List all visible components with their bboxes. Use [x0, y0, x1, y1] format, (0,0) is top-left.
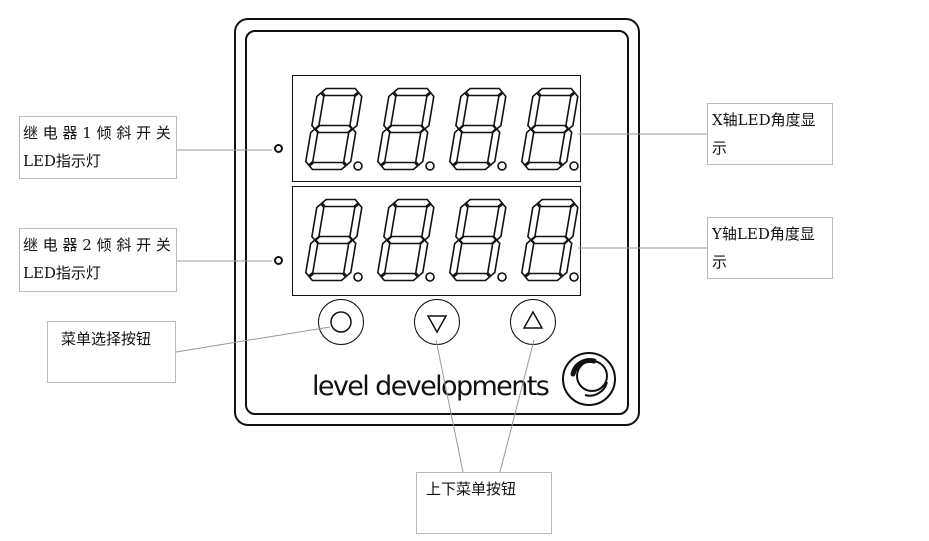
- callout-updown-text: 上下菜单按钮: [426, 480, 517, 498]
- segment: [342, 238, 357, 278]
- segment: [524, 272, 563, 282]
- seven-segment-digit: [448, 198, 507, 282]
- callout-menu-select-text: 菜单选择按钮: [61, 330, 152, 348]
- triangle-up-icon: [522, 310, 544, 329]
- segment: [524, 161, 563, 171]
- relay1-led: [274, 144, 283, 153]
- segment: [376, 238, 391, 278]
- segment: [304, 127, 319, 167]
- decimal-point: [497, 161, 507, 171]
- seven-segment-digit: [376, 198, 435, 282]
- x-axis-display: [292, 75, 581, 182]
- segment: [392, 198, 432, 208]
- seven-segment-digit: [304, 198, 363, 282]
- menu-select-button[interactable]: [318, 299, 364, 345]
- callout-x-axis-display: X轴LED角度显 示: [707, 103, 833, 165]
- decimal-point: [353, 161, 363, 171]
- segment: [452, 272, 491, 282]
- callout-relay1-line1: 继 电 器 1 倾 斜 开 关: [23, 124, 171, 142]
- segment: [380, 272, 419, 282]
- relay2-led: [274, 256, 283, 265]
- segment: [380, 161, 419, 171]
- segment: [320, 198, 360, 208]
- decimal-point: [497, 272, 507, 282]
- callout-y-axis-line1: Y轴LED角度显: [712, 225, 815, 243]
- callout-y-axis-display: Y轴LED角度显 示: [707, 217, 833, 279]
- circle-icon: [330, 311, 352, 333]
- callout-x-axis-line1: X轴LED角度显: [712, 111, 816, 129]
- callout-relay2-line1: 继 电 器 2 倾 斜 开 关: [23, 236, 171, 254]
- callout-y-axis-line2: 示: [712, 253, 728, 271]
- y-axis-digits: [304, 198, 579, 282]
- seven-segment-digit: [304, 87, 363, 171]
- segment: [308, 272, 347, 282]
- segment: [536, 198, 576, 208]
- segment: [536, 87, 576, 97]
- brand-wordmark: level developments: [312, 371, 550, 402]
- segment: [464, 198, 504, 208]
- segment: [448, 238, 463, 278]
- level-developments-logo-icon: [562, 352, 616, 406]
- callout-relay1-led: 继 电 器 1 倾 斜 开 关 LED指示灯: [19, 116, 177, 179]
- segment: [558, 238, 573, 278]
- segment: [304, 238, 319, 278]
- segment: [520, 127, 535, 167]
- seven-segment-digit: [448, 87, 507, 171]
- segment: [486, 238, 501, 278]
- up-button[interactable]: [510, 299, 556, 345]
- segment: [376, 127, 391, 167]
- callout-relay2-line2: LED指示灯: [23, 264, 101, 282]
- decimal-point: [353, 272, 363, 282]
- callout-updown-buttons: 上下菜单按钮: [416, 472, 552, 534]
- segment: [392, 87, 432, 97]
- segment: [464, 87, 504, 97]
- callout-menu-select-button: 菜单选择按钮: [47, 321, 176, 383]
- seven-segment-digit: [520, 87, 579, 171]
- segment: [486, 127, 501, 167]
- segment: [520, 238, 535, 278]
- seven-segment-digit: [520, 198, 579, 282]
- callout-relay2-led: 继 电 器 2 倾 斜 开 关 LED指示灯: [19, 228, 177, 292]
- segment: [414, 127, 429, 167]
- device-inner-frame: [245, 30, 629, 415]
- segment: [414, 238, 429, 278]
- decimal-point: [569, 272, 579, 282]
- segment: [452, 161, 491, 171]
- triangle-down-icon: [426, 315, 448, 334]
- decimal-point: [569, 161, 579, 171]
- segment: [342, 127, 357, 167]
- decimal-point: [425, 272, 435, 282]
- segment: [558, 127, 573, 167]
- y-axis-display: [292, 186, 581, 296]
- segment: [308, 161, 347, 171]
- callout-relay1-line2: LED指示灯: [23, 152, 101, 170]
- x-axis-digits: [304, 87, 579, 171]
- decimal-point: [425, 161, 435, 171]
- segment: [448, 127, 463, 167]
- segment: [320, 87, 360, 97]
- callout-x-axis-line2: 示: [712, 139, 728, 157]
- seven-segment-digit: [376, 87, 435, 171]
- down-button[interactable]: [414, 299, 460, 345]
